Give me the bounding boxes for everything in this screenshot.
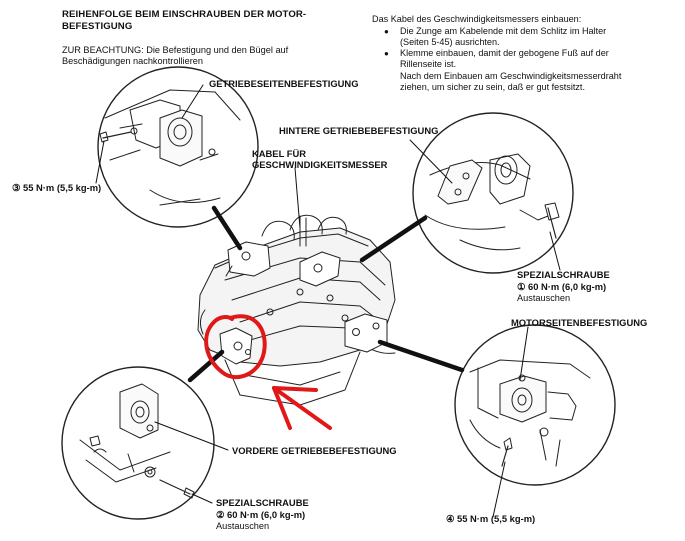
detail-circle-front-transmission	[61, 366, 215, 520]
detail-circle-rear-transmission	[412, 112, 574, 274]
label-special-bolt-2-torque: ② 60 N·m (6,0 kg-m)	[216, 509, 306, 520]
label-engine-side-mount: MOTORSEITENBEFESTIGUNG	[511, 317, 648, 328]
speedo-bullets: Die Zunge am Kabelende mit dem Schlitz i…	[382, 26, 609, 70]
label-special-bolt-2: SPEZIALSCHRAUBE	[216, 497, 309, 508]
label-torque-4: ④ 55 N·m (5,5 kg-m)	[446, 513, 536, 524]
bullet-text: Klemme einbauen, damit der gebogene Fuß …	[400, 48, 609, 58]
bullet-item: Die Zunge am Kabelende mit dem Schlitz i…	[382, 26, 609, 48]
engine-side-mount-on-engine	[344, 313, 388, 353]
label-special-bolt-1-torque: ① 60 N·m (6,0 kg-m)	[517, 281, 607, 292]
note-text: ZUR BEACHTUNG: Die Befestigung und den B…	[62, 45, 289, 55]
bullet-item: Klemme einbauen, damit der gebogene Fuß …	[382, 48, 609, 70]
label-special-bolt-2-note: Austauschen	[216, 521, 270, 531]
note-text-line2: Beschädigungen nachkontrollieren	[62, 56, 203, 66]
bullet-text: (Seiten 5-45) ausrichten.	[400, 37, 500, 47]
leader-lines	[95, 84, 561, 518]
front-mount-on-engine	[219, 327, 253, 365]
speedo-after-line1: Nach dem Einbauen am Geschwindigkeitsmes…	[400, 71, 622, 81]
speedo-after-line2: ziehen, um sicher zu sein, daß er gut fe…	[400, 82, 585, 92]
label-torque-3: ③ 55 N·m (5,5 kg-m)	[12, 182, 102, 193]
detail-circle-engine-side	[454, 324, 616, 486]
speedo-intro: Das Kabel des Geschwindigkeitsmessers ei…	[372, 14, 582, 24]
section-title: REIHENFOLGE BEIM EINSCHRAUBEN DER MOTOR-	[62, 9, 307, 20]
bullet-text: Die Zunge am Kabelende mit dem Schlitz i…	[400, 26, 607, 36]
label-speedo-cable-1: KABEL FÜR	[252, 148, 306, 159]
red-annotation	[204, 314, 332, 430]
rear-mount-on-engine	[299, 215, 341, 287]
label-rear-transmission-mount: HINTERE GETRIEBEBEFESTIGUNG	[279, 125, 439, 136]
connector-lines	[187, 205, 465, 383]
label-front-transmission-mount: VORDERE GETRIEBEBEFESTIGUNG	[232, 445, 397, 456]
label-special-bolt-1-note: Austauschen	[517, 293, 571, 303]
section-title-line2: BEFESTIGUNG	[62, 21, 133, 32]
label-speedo-cable-2: GESCHWINDIGKEITSMESSER	[252, 159, 388, 170]
label-special-bolt-1: SPEZIALSCHRAUBE	[517, 269, 610, 280]
label-transmission-side-mount: GETRIEBESEITENBEFESTIGUNG	[209, 78, 359, 89]
detail-circle-transmission-side	[97, 66, 259, 228]
bullet-text: Rillenseite ist.	[400, 59, 457, 69]
transmission-side-mount-on-engine	[225, 241, 271, 277]
